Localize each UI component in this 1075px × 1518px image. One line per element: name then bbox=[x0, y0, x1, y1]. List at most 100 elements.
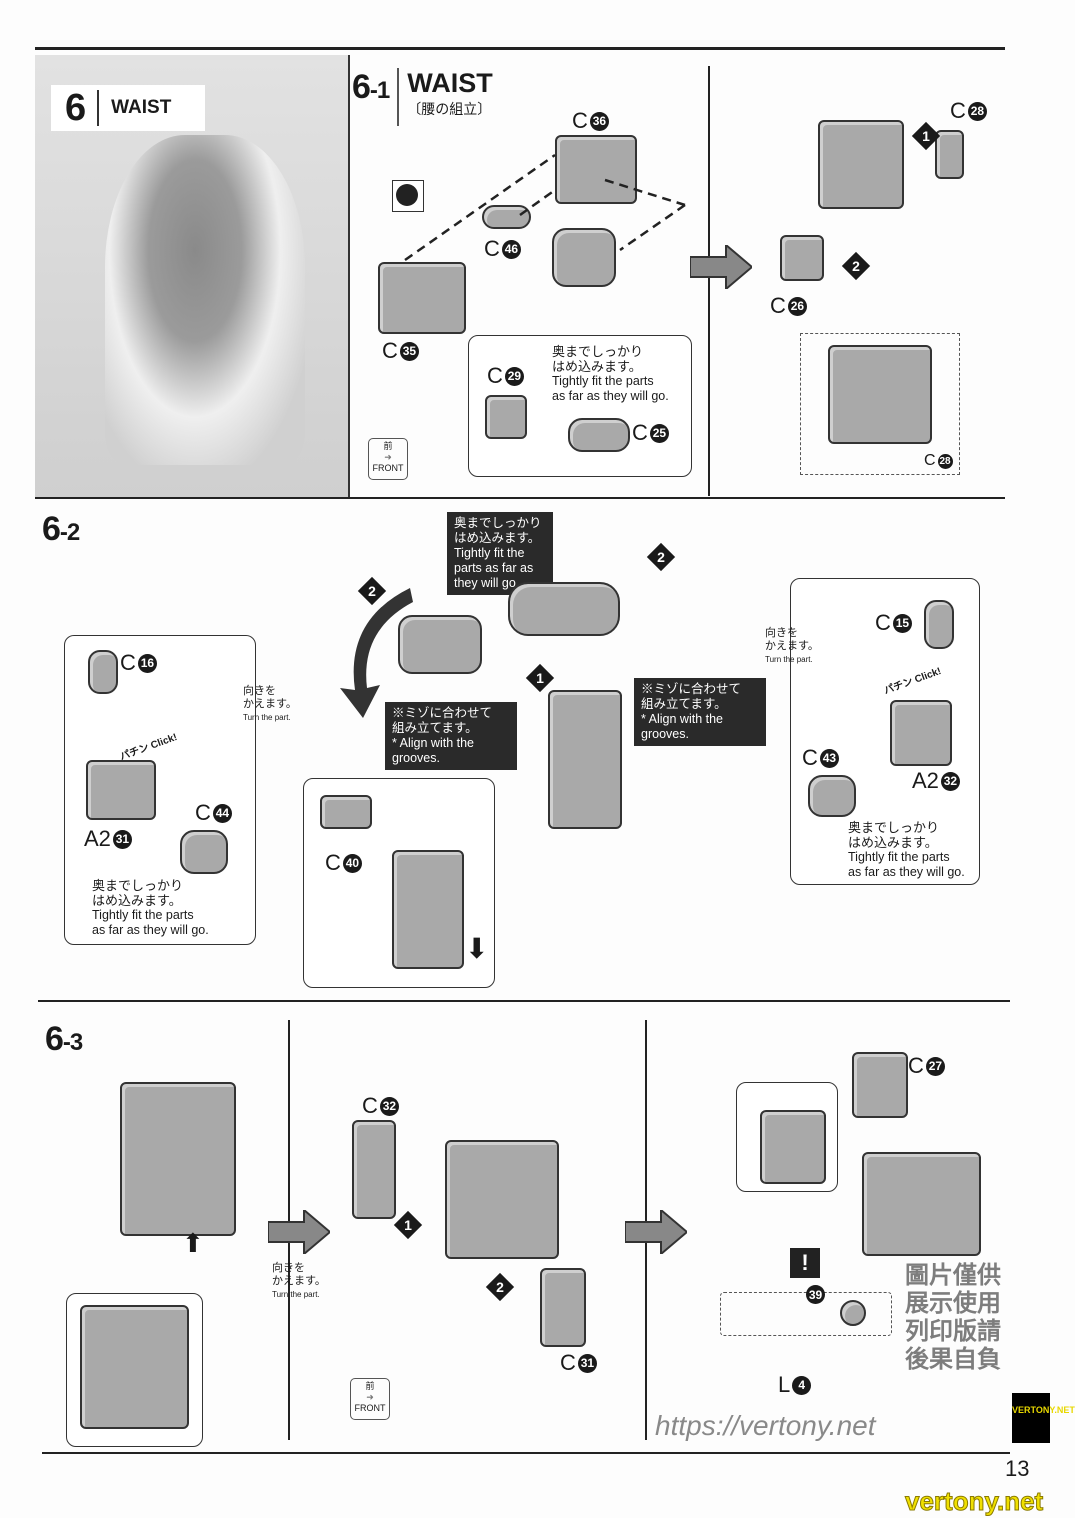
section-rule bbox=[38, 1000, 1010, 1002]
step-title: WAIST bbox=[111, 97, 172, 118]
result-view-box bbox=[800, 333, 960, 475]
part-c36 bbox=[555, 135, 637, 204]
step-number-group: 6-1 bbox=[352, 68, 390, 126]
cement-icon bbox=[392, 180, 424, 212]
warning-icon: ! bbox=[790, 1248, 820, 1278]
next-step-arrow bbox=[690, 245, 752, 289]
step6-header: 6 WAIST bbox=[51, 85, 205, 131]
up-arrow-icon: ⬆ bbox=[182, 1228, 204, 1258]
waist-body bbox=[548, 690, 622, 829]
part-c16 bbox=[88, 650, 118, 694]
header-divider bbox=[397, 68, 400, 126]
down-arrow-icon: ⬇ bbox=[465, 933, 489, 964]
step-marker: 1 bbox=[911, 121, 941, 151]
part-joint bbox=[552, 228, 616, 287]
step-marker: 2 bbox=[841, 251, 871, 281]
waist-assembly bbox=[120, 1082, 236, 1236]
gundam-figure bbox=[105, 135, 305, 465]
part-c31 bbox=[540, 1268, 586, 1347]
waist-assembly bbox=[818, 120, 904, 209]
step6-3-header: 6-3 bbox=[45, 1020, 83, 1058]
part-c46 bbox=[482, 205, 531, 229]
page-number: 13 bbox=[1005, 1456, 1030, 1481]
part-leg-joint bbox=[398, 615, 482, 674]
waist-result bbox=[828, 345, 932, 444]
step6-1-header: 6-1 WAIST 〔腰の組立〕 bbox=[352, 68, 493, 126]
part-c28 bbox=[935, 130, 964, 179]
part-c35 bbox=[378, 262, 466, 334]
front-indicator: 前➜FRONT bbox=[368, 438, 408, 480]
front-indicator: 前➜FRONT bbox=[350, 1378, 390, 1420]
waist-bottom-view bbox=[80, 1305, 189, 1429]
turn-note: 向きをかえます。Turn the part. bbox=[765, 627, 819, 664]
step-marker: 1 bbox=[393, 1210, 423, 1240]
waist-assembly bbox=[445, 1140, 559, 1259]
part-a2-32 bbox=[890, 700, 952, 766]
waist-body-detail bbox=[392, 850, 464, 969]
step-marker: 2 bbox=[646, 542, 676, 572]
next-step-arrow bbox=[268, 1210, 330, 1254]
part-c40 bbox=[320, 795, 372, 829]
section-rule bbox=[35, 497, 1005, 499]
part-c43 bbox=[808, 775, 856, 817]
model-photo: 6 WAIST bbox=[35, 55, 350, 497]
step-marker: 2 bbox=[485, 1272, 515, 1302]
title-group: WAIST 〔腰の組立〕 bbox=[407, 68, 493, 126]
step-marker: 1 bbox=[525, 663, 555, 693]
part-c32 bbox=[352, 1120, 396, 1219]
bottom-rule bbox=[42, 1452, 1010, 1454]
waist-side-detail bbox=[760, 1110, 826, 1184]
part-a2-31 bbox=[86, 760, 156, 820]
step-title: WAIST bbox=[407, 68, 493, 98]
step-subtitle: 〔腰の組立〕 bbox=[407, 101, 492, 117]
part-c27 bbox=[852, 1052, 908, 1118]
part-leg-joint bbox=[508, 582, 620, 636]
watermark-url: https://vertony.net bbox=[655, 1410, 876, 1441]
part-c15 bbox=[924, 600, 954, 649]
header-divider bbox=[97, 90, 100, 126]
part-c25 bbox=[568, 418, 630, 452]
step-number: 6 bbox=[352, 68, 371, 106]
turn-note: 向きをかえます。Turn the part. bbox=[272, 1262, 326, 1299]
divider bbox=[708, 66, 710, 496]
turn-note: 向きをかえます。Turn the part. bbox=[243, 685, 297, 722]
assembly-dashed-arrows bbox=[404, 153, 686, 262]
part-c26 bbox=[780, 235, 824, 281]
part-polycap bbox=[840, 1300, 866, 1326]
part-label: 39 bbox=[806, 1285, 825, 1304]
step6-2-header: 6-2 bbox=[42, 510, 80, 548]
waist-assembly bbox=[862, 1152, 981, 1256]
top-rule bbox=[35, 47, 1005, 50]
part-c44 bbox=[180, 830, 228, 874]
watermark-logo: VERTONY.NET bbox=[1012, 1393, 1075, 1443]
rotate-arrow bbox=[340, 588, 413, 718]
step-number: 6 bbox=[65, 86, 86, 129]
part-c29 bbox=[485, 395, 527, 439]
next-step-arrow bbox=[625, 1210, 687, 1254]
